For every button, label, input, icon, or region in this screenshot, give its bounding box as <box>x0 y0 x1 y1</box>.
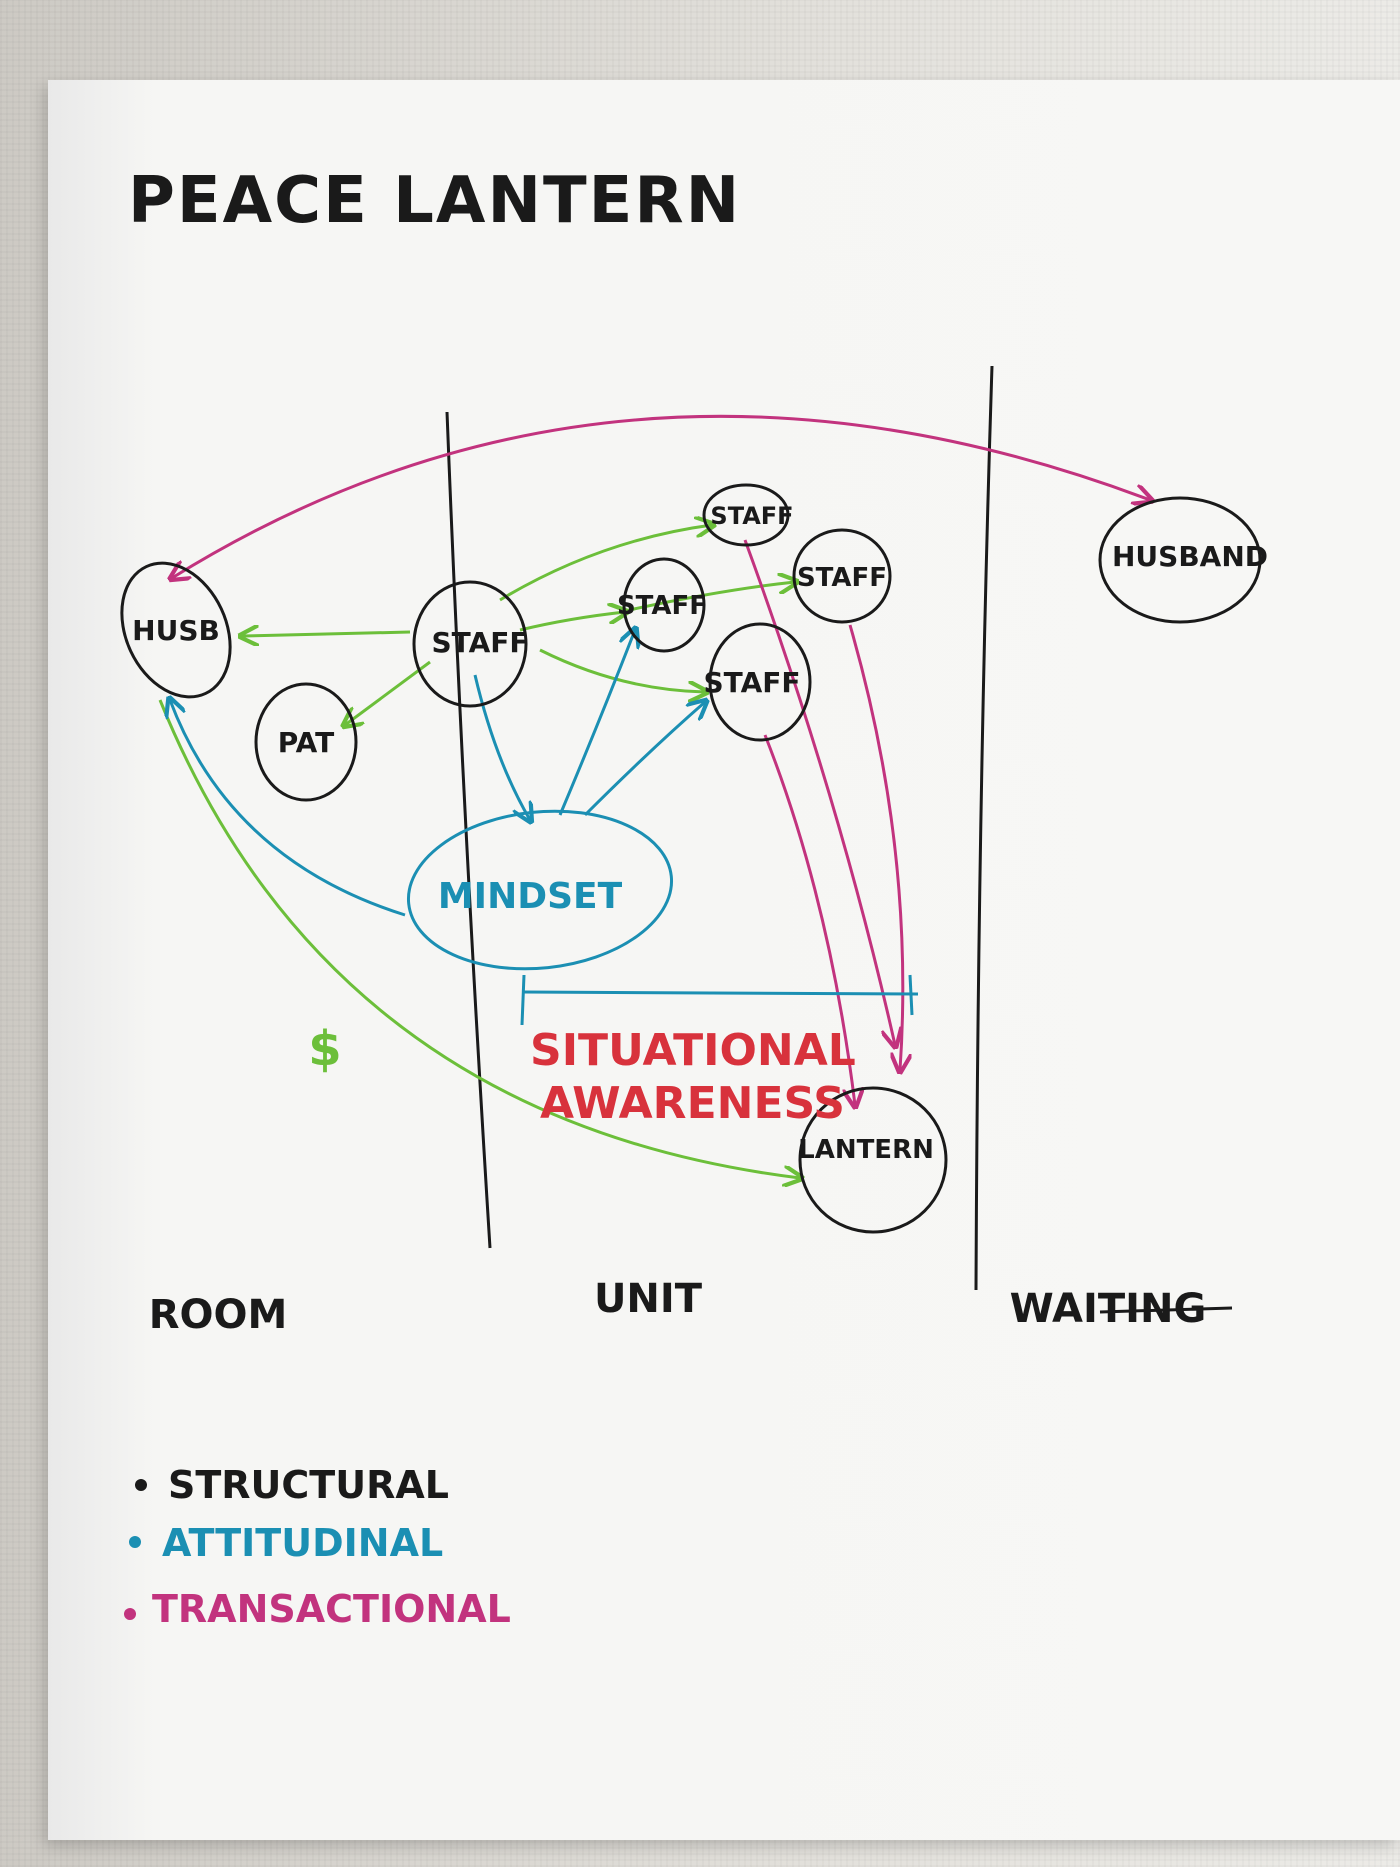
arrow-staff-stafftop <box>499 525 712 602</box>
situational-awareness-line1: SITUATIONAL <box>530 1025 856 1076</box>
arrow-staffright-lantern <box>848 624 903 1070</box>
column-label-room: ROOM <box>149 1292 288 1338</box>
legend-label-transactional: TRANSACTIONAL <box>152 1587 511 1631</box>
node-husb: HUSB <box>120 561 232 699</box>
arrow-mindset-husb <box>170 700 406 917</box>
arrow-husb-husband <box>172 414 1150 578</box>
waiting-underline <box>1099 1306 1233 1314</box>
situational-awareness-line2: AWARENESS <box>540 1078 845 1129</box>
legend-label-structural: STRUCTURAL <box>168 1463 449 1507</box>
awareness-bracket-left-tick <box>520 974 526 1026</box>
node-mindset: MINDSET <box>406 809 674 971</box>
node-staff-right-label: STAFF <box>797 563 887 593</box>
legend-dot-structural <box>135 1479 147 1491</box>
node-staff-top: STAFF <box>702 483 794 547</box>
arrow-husb-lantern <box>158 699 800 1178</box>
arrow-staff-staffmid <box>519 612 625 632</box>
column-label-unit: UNIT <box>594 1276 703 1322</box>
awareness-bracket <box>523 990 919 996</box>
arrow-stafflower-lantern <box>763 734 855 1105</box>
arrow-staff-stafflower <box>539 648 705 692</box>
arrow-staff-pat <box>345 660 431 725</box>
arrow-staffmid-staffright <box>619 582 795 614</box>
legend: STRUCTURAL ATTITUDINAL TRANSACTIONAL <box>124 1463 511 1631</box>
node-husband: HUSBAND <box>1098 496 1268 624</box>
node-staff-lower-label: STAFF <box>703 666 800 699</box>
node-staff-mid-label: STAFF <box>617 591 707 621</box>
node-lantern: LANTERN <box>798 1086 948 1234</box>
arrow-stafftop-lantern <box>743 539 895 1045</box>
node-staff-top-label: STAFF <box>710 502 793 530</box>
node-mindset-label: MINDSET <box>438 876 623 917</box>
node-husband-label: HUSBAND <box>1112 540 1268 573</box>
arrow-mindset-stafflower <box>583 702 705 817</box>
arrow-staff-mindset <box>473 674 530 820</box>
legend-dot-transactional <box>124 1608 136 1620</box>
dollar-annotation: $ <box>308 1021 341 1077</box>
node-staff-lower: STAFF <box>703 622 812 742</box>
awareness-bracket-right-tick <box>908 974 914 1016</box>
node-staff-center-label: STAFF <box>431 626 528 659</box>
divider-unit-waiting <box>974 365 994 1291</box>
legend-label-attitudinal: ATTITUDINAL <box>162 1521 443 1565</box>
diagram-title: PEACE LANTERN <box>128 164 741 238</box>
node-staff-center: STAFF <box>412 580 529 708</box>
arrow-mindset-staffmid <box>558 630 635 816</box>
flipchart-paper <box>48 80 1400 1840</box>
node-lantern-label: LANTERN <box>798 1135 934 1165</box>
node-staff-mid: STAFF <box>617 557 707 653</box>
node-staff-right: STAFF <box>792 528 892 624</box>
node-pat-label: PAT <box>278 726 335 759</box>
legend-dot-attitudinal <box>129 1536 141 1548</box>
node-husb-label: HUSB <box>132 614 220 647</box>
arrow-staff-husb <box>242 632 411 636</box>
node-pat: PAT <box>254 682 358 802</box>
